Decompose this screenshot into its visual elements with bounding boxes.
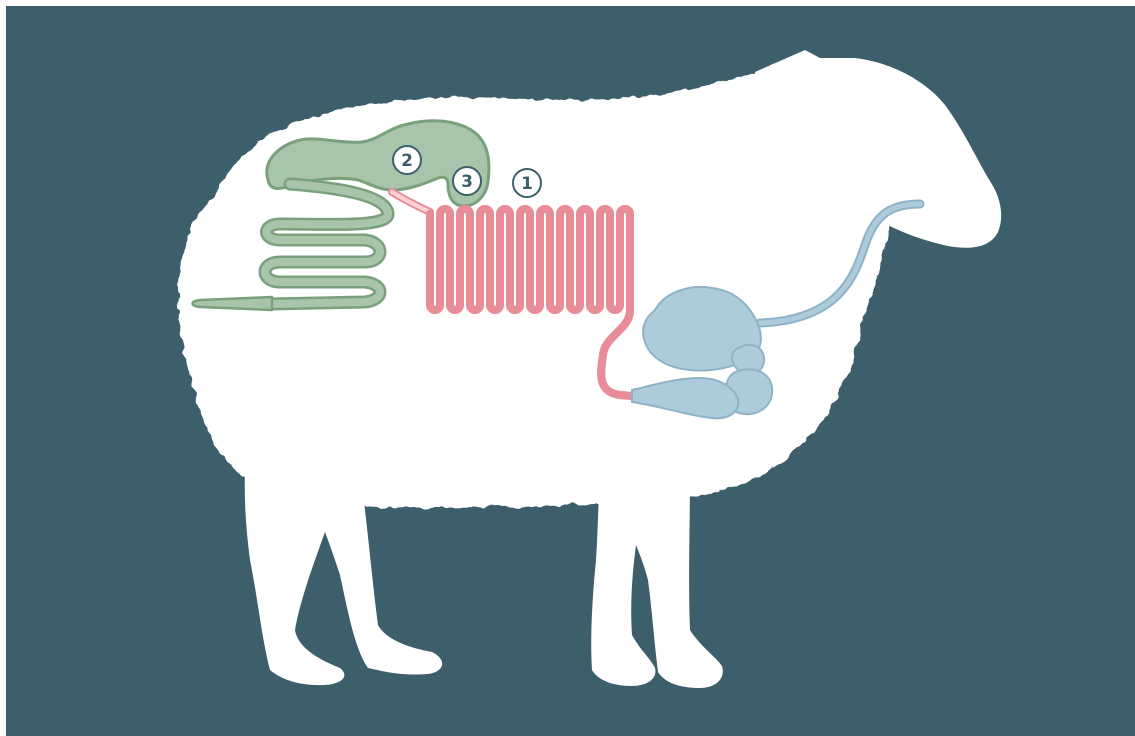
marker-1: 1 (513, 169, 541, 197)
marker-2: 2 (393, 146, 421, 174)
marker-2-label: 2 (401, 151, 413, 171)
marker-3-label: 3 (461, 172, 473, 192)
marker-1-label: 1 (521, 174, 533, 194)
marker-3: 3 (453, 167, 481, 195)
